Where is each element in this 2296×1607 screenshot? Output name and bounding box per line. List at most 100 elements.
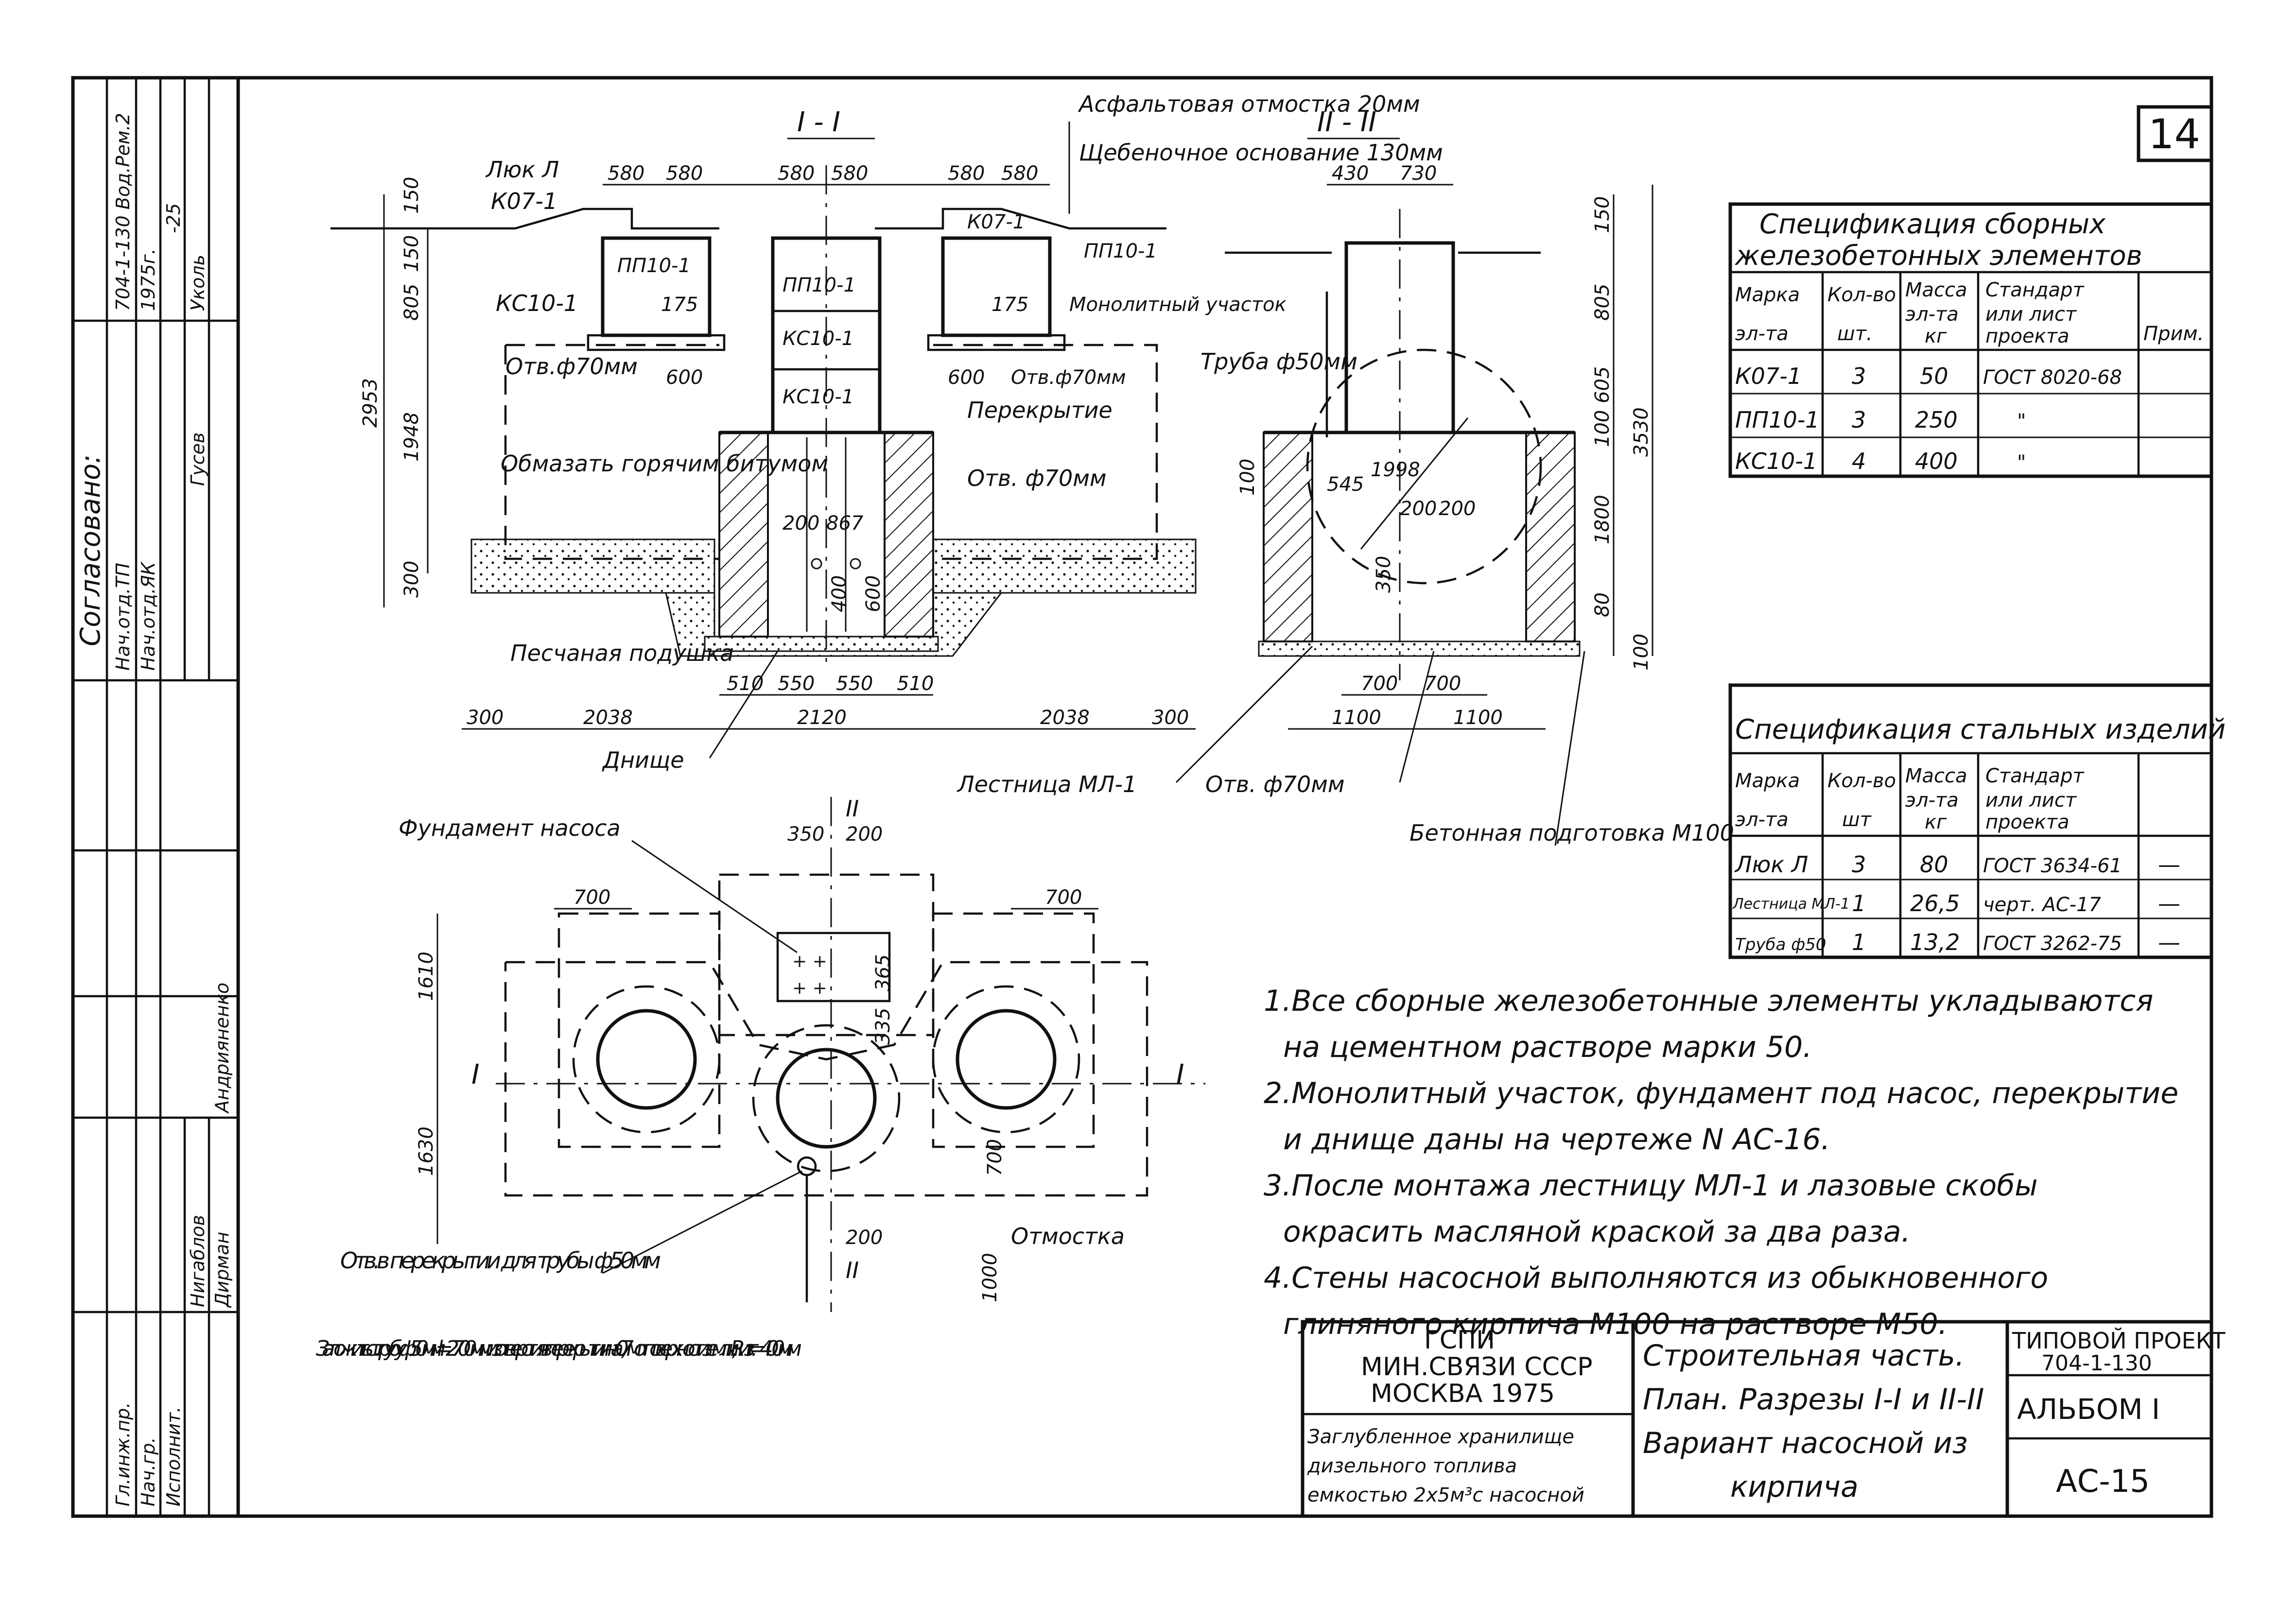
spec1-r0-mark: К07-1 xyxy=(1735,363,1802,389)
spec1-title2: железобетонных элементов xyxy=(1734,240,2142,272)
spec2-r1-qty: 1 xyxy=(1852,890,1866,916)
s2-dim-200a: 200 xyxy=(1400,498,1437,520)
spec2-title: Спецификация стальных изделий xyxy=(1735,714,2226,745)
s2-dim-100b: 100 xyxy=(1236,459,1259,496)
spec2-r2-note: — xyxy=(2158,929,2180,955)
s2-dim-1800: 1800 xyxy=(1591,495,1614,544)
label-otv70-low: Отв. ф70мм xyxy=(1205,771,1345,797)
label-bottom: Днище xyxy=(602,747,684,773)
s1-dim-200: 200 xyxy=(783,512,819,535)
section-1: I - I 580 5 xyxy=(330,106,1287,773)
label-k07-r: К07-1 xyxy=(967,211,1025,233)
stamp-name-4: Андрияненко xyxy=(211,983,233,1114)
object-line2: дизельного топлива xyxy=(1307,1455,1517,1477)
s2-dim-605: 605 xyxy=(1591,366,1614,403)
album: АЛЬБОМ I xyxy=(2017,1393,2160,1426)
spec2-r0-qty: 3 xyxy=(1852,851,1866,878)
s1-dim-300a: 300 xyxy=(467,707,504,729)
plan-dim-1630: 1630 xyxy=(415,1126,437,1176)
s2-dim-150: 150 xyxy=(1591,196,1614,233)
s1-dim-580a: 580 xyxy=(608,162,644,185)
note-4b: глиняного кирпича М100 на растворе М50. xyxy=(1283,1307,1948,1341)
note-3b: окрасить масляной краской за два раза. xyxy=(1283,1215,1911,1249)
spec1-r2-mark: КС10-1 xyxy=(1735,448,1817,474)
plan-cut-ii-bottom: II xyxy=(846,1257,859,1283)
title-line4: кирпича xyxy=(1730,1470,1859,1504)
s1-dim-580d: 580 xyxy=(831,162,868,185)
spec2-r1-std: черт. АС-17 xyxy=(1983,894,2102,916)
s2-dim-430: 430 xyxy=(1332,162,1369,185)
spec1-h-std3: проекта xyxy=(1985,325,2070,347)
spec2-h-mark1: Марка xyxy=(1735,770,1800,792)
stamp-name-1: Уколь xyxy=(187,255,209,311)
spec2-r2-mass: 13,2 xyxy=(1910,929,1960,955)
s1-dim-600c: 600 xyxy=(862,575,885,612)
org-line1: ГСПИ xyxy=(1424,1326,1495,1355)
gravel-note: Щебеночное основание 130мм xyxy=(1079,139,1443,166)
stamp-row-4: Исполнит. xyxy=(163,1407,184,1506)
label-pp10-left: ПП10-1 xyxy=(617,255,691,277)
s2-dim-700b: 700 xyxy=(1424,673,1461,695)
stamp-name-3: Дирман xyxy=(211,1232,233,1308)
section1-title: I - I xyxy=(797,106,840,138)
object-line3: емкостью 2х5м³с насосной xyxy=(1307,1484,1584,1506)
spec1-h-mass1: Масса xyxy=(1905,279,1967,301)
s1-dim-150b: 150 xyxy=(400,235,423,272)
stamp-row-1: Нач.отд.ЯК xyxy=(138,561,159,671)
spec1-r1-qty: 3 xyxy=(1852,407,1866,433)
title-line1: Строительная часть. xyxy=(1643,1339,1965,1373)
plan-view: + + + + I I II II 350 200 700 700 1610 1… xyxy=(316,795,1205,1361)
spec1-table: Спецификация сборных железобетонных элем… xyxy=(1728,202,2213,478)
sheet-number: 14 xyxy=(2148,110,2200,158)
s1-dim-550b: 550 xyxy=(836,673,873,695)
spec1-r2-qty: 4 xyxy=(1852,448,1866,474)
label-otv70-mid: Отв. ф70мм xyxy=(967,465,1107,491)
label-ladder: Лестница МЛ-1 xyxy=(957,771,1137,797)
s1-dim-2120: 2120 xyxy=(797,707,847,729)
s1-footing-left xyxy=(470,538,715,594)
spec2-h-mass3: кг xyxy=(1925,811,1947,833)
label-pipe: Труба ф50мм xyxy=(1200,348,1357,375)
stamp-sheet-ref: -25 xyxy=(163,203,184,233)
spec1-r1-mass: 250 xyxy=(1915,407,1958,433)
spec1-h-mark2: эл-та xyxy=(1735,323,1789,345)
s1-dim-580c: 580 xyxy=(778,162,815,185)
svg-text:+ +: + + xyxy=(792,951,827,971)
spec2-r0-mark: Люк Л xyxy=(1734,851,1808,878)
note-3a: 3.После монтажа лестницу МЛ-1 и лазовые … xyxy=(1264,1169,2038,1203)
s1-dim-300b: 300 xyxy=(1152,707,1189,729)
plan-dim-200b: 200 xyxy=(846,1227,883,1249)
stamp-row-3: Нач.гр. xyxy=(138,1437,159,1506)
spec1-r1-mark: ПП10-1 xyxy=(1735,407,1820,433)
label-pp10-c: ПП10-1 xyxy=(783,274,856,296)
note-1b: на цементном растворе марки 50. xyxy=(1283,1030,1812,1064)
spec1-title1: Спецификация сборных xyxy=(1759,208,2106,240)
spec2-r0-std: ГОСТ 3634-61 xyxy=(1983,855,2122,877)
note-4a: 4.Стены насосной выполняются из обыкнове… xyxy=(1264,1261,2048,1295)
spec1-h-qty2: шт. xyxy=(1837,323,1873,345)
stamp-year: 1975г. xyxy=(138,248,159,311)
spec1-r2-mass: 400 xyxy=(1915,448,1958,474)
s1-dim-175b: 175 xyxy=(991,294,1028,316)
spec2-r1-mass: 26,5 xyxy=(1910,890,1960,916)
spec1-h-mass2: эл-та xyxy=(1905,303,1959,326)
s2-dim-1100a: 1100 xyxy=(1332,707,1381,729)
spec2-r0-note: — xyxy=(2158,851,2180,878)
s1-dim-510a: 510 xyxy=(727,673,764,695)
s1-dim-580e: 580 xyxy=(948,162,985,185)
s2-dim-100c: 100 xyxy=(1591,410,1614,447)
spec2-h-std1: Стандарт xyxy=(1985,765,2085,787)
label-otv-slab: Отв.в перекрытии для трубы ф50мм xyxy=(340,1247,661,1274)
plan-dim-700b: 700 xyxy=(1045,886,1082,909)
s1-concrete-prep xyxy=(704,636,939,652)
spec1-h-mark1: Марка xyxy=(1735,284,1800,306)
s1-dim-2953: 2953 xyxy=(359,378,382,428)
title-line2: План. Разрезы I-I и II-II xyxy=(1643,1382,1984,1417)
s1-dim-867: 867 xyxy=(826,512,864,535)
label-hatch-l: Люк Л xyxy=(485,156,559,183)
note-2a: 2.Монолитный участок, фундамент под насо… xyxy=(1264,1076,2178,1110)
spec1-h-std2: или лист xyxy=(1985,303,2077,326)
label-slab: Перекрытие xyxy=(967,397,1113,423)
s1-dim-2038b: 2038 xyxy=(1040,707,1090,729)
label-kc10-c2: КС10-1 xyxy=(783,386,854,408)
